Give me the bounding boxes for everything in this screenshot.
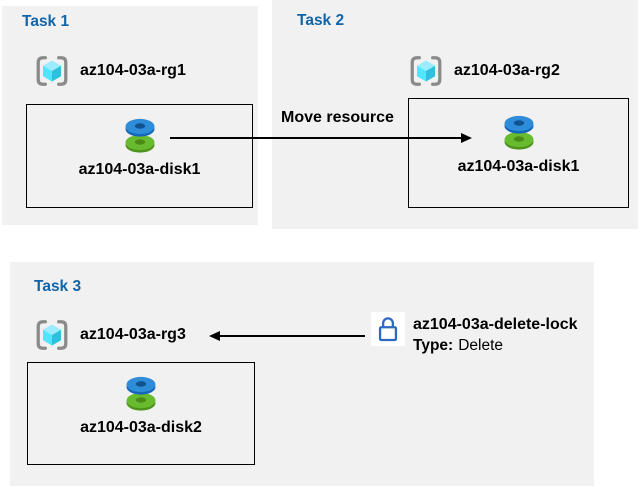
task1-title: Task 1 [22,13,70,30]
managed-disk-icon [125,118,154,153]
resource-group-icon [410,56,442,86]
lock-type-label: Type: [413,337,454,354]
move-arrow-line [170,137,462,139]
lock-type-line: Type:Delete [413,335,578,356]
lock-icon [378,317,398,342]
move-resource-label: Move resource [281,109,394,126]
task1-rg-label: az104-03a-rg1 [80,62,186,79]
task2-panel [272,0,638,229]
task2-resource-box: az104-03a-disk1 [408,98,629,208]
task1-disk-label: az104-03a-disk1 [78,161,201,178]
task1-resource-box: az104-03a-disk1 [26,104,253,208]
managed-disk-icon [126,376,156,411]
task3-resource-group: az104-03a-rg3 [33,316,186,354]
managed-disk-icon [504,115,533,150]
task3-title: Task 3 [34,278,82,295]
resource-group-icon [36,56,68,86]
task2-disk-label: az104-03a-disk1 [457,158,580,175]
task1-panel [2,6,258,225]
task1-resource-group: az104-03a-rg1 [33,52,186,90]
task3-panel [10,262,594,486]
task2-resource-group: az104-03a-rg2 [407,52,560,90]
lock-type-value: Delete [458,337,504,354]
task2-title: Task 2 [297,12,345,29]
lock-arrow-line [219,335,365,337]
lock-text-block: az104-03a-delete-lock Type:Delete [413,314,578,356]
task3-disk-label: az104-03a-disk2 [80,419,202,436]
lock-name: az104-03a-delete-lock [413,316,578,333]
arrow-left-icon [209,330,220,341]
task3-rg-label: az104-03a-rg3 [80,326,186,343]
resource-group-icon [36,320,68,350]
lock-icon-container [371,312,405,346]
task2-rg-label: az104-03a-rg2 [454,62,560,79]
arrow-right-icon [461,132,472,143]
task3-resource-box: az104-03a-disk2 [27,362,255,465]
